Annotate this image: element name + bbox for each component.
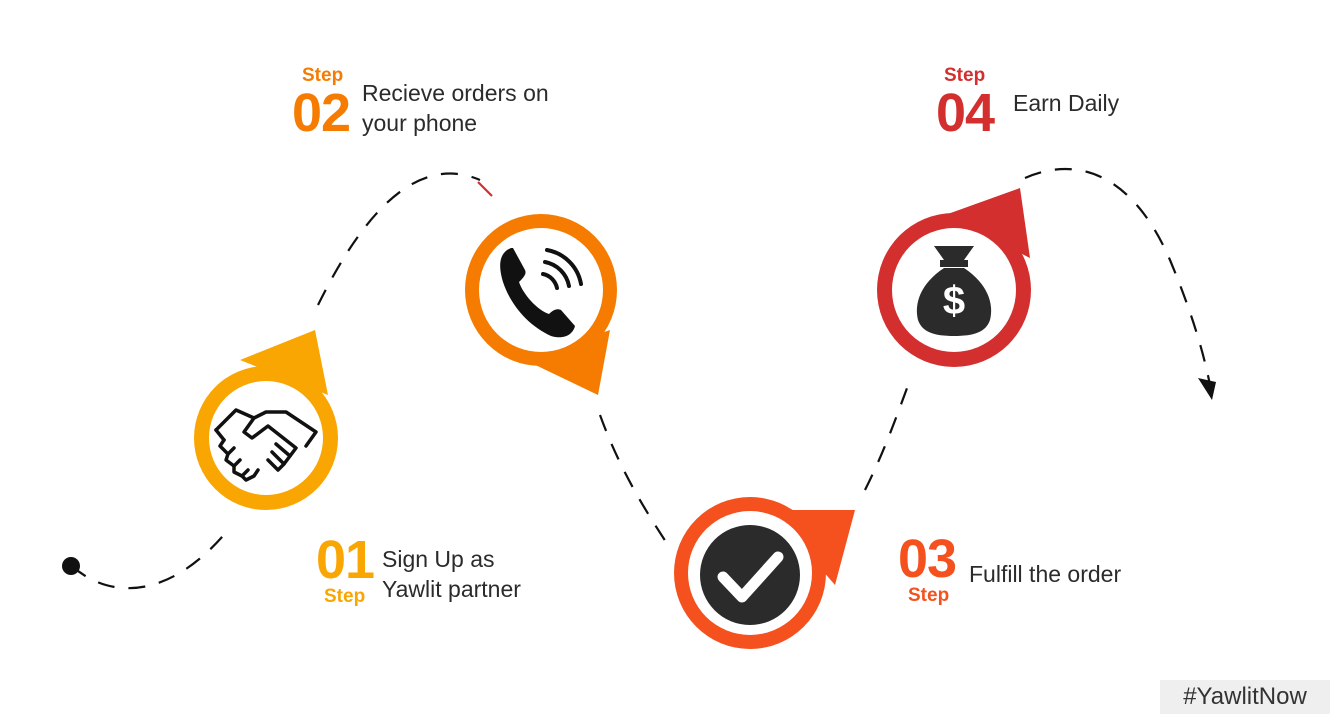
checkmark-icon: [700, 525, 800, 625]
step-04-text: Earn Daily: [1013, 90, 1120, 116]
hashtag-badge: #YawlitNow: [1160, 680, 1330, 714]
step-02-word: Step: [302, 65, 344, 86]
svg-text:$: $: [943, 279, 965, 323]
dashed-path: [71, 167, 1212, 590]
step-02-pin: [465, 214, 617, 395]
start-dot: [62, 557, 80, 575]
path-arrowhead: [1198, 378, 1216, 400]
step-01-text: Sign Up as Yawlit partner: [382, 546, 521, 602]
handshake-icon: [214, 408, 318, 482]
phone-icon: [500, 248, 583, 338]
step-04-number: 04: [936, 83, 995, 143]
step-01-number: 01: [316, 530, 375, 590]
step-01-word: Step: [324, 586, 366, 607]
step-03-word: Step: [908, 585, 950, 606]
step-04-word: Step: [944, 65, 986, 86]
step-02-text: Recieve orders on your phone: [362, 80, 549, 136]
step-03-text: Fulfill the order: [969, 561, 1122, 587]
step-02-number: 02: [292, 83, 351, 143]
path-accent: [477, 181, 493, 197]
step-03-number: 03: [898, 529, 957, 589]
step-01-pin: [194, 330, 338, 510]
money-bag-icon: $: [916, 246, 992, 336]
